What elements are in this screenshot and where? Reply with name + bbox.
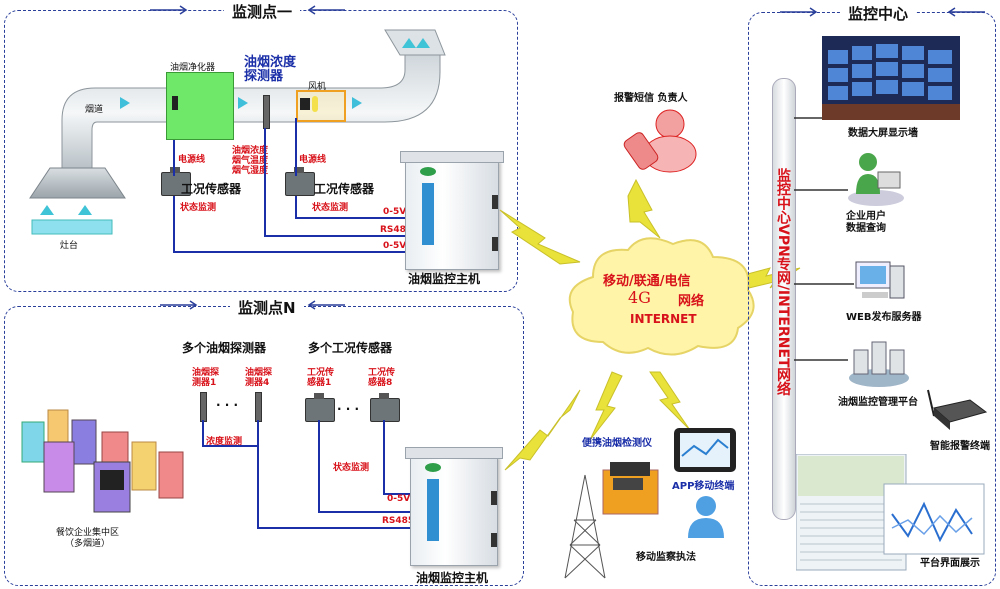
site1-sensor-2 <box>285 167 315 196</box>
probe1-label: 油烟探 测器1 <box>192 368 220 388</box>
web-server-icon <box>855 261 905 299</box>
bolt-alarm <box>627 178 661 239</box>
management-platform-icon <box>849 341 909 387</box>
enterprise-user-icon <box>848 153 904 206</box>
probe-metrics: 油烟浓度 烟气温度 烟气湿度 <box>232 146 269 176</box>
status-monitor-label: 状态监测 <box>333 463 370 473</box>
bolt-siteN <box>504 389 581 471</box>
platform-label: 油烟监控管理平台 <box>838 397 918 408</box>
signal-05v-b: 0-5V <box>383 241 407 251</box>
sensor2-label: 工况传感器 <box>314 182 375 196</box>
conc-monitor-label: 浓度监测 <box>206 437 243 447</box>
multi-sensors-label: 多个工况传感器 <box>308 341 393 355</box>
alarm-person-icon <box>623 109 697 173</box>
web-server-label: WEB发布服务器 <box>846 312 922 323</box>
bolt-portable <box>589 371 623 441</box>
probe4-label: 油烟探 测器4 <box>245 368 273 388</box>
siteN-title: 监测点N <box>230 297 304 318</box>
center-title: 监控中心 <box>840 3 917 24</box>
cloud-internet: INTERNET <box>630 312 697 326</box>
power-label-1: 电源线 <box>178 155 206 165</box>
siteN-host-label: 油烟监控主机 <box>416 571 489 585</box>
siteN-signal-rs485: RS485 <box>382 516 415 526</box>
stove-up-arrow-2 <box>78 205 92 215</box>
site1-probe <box>263 95 270 129</box>
cloud-operators: 移动/联通/电信 <box>603 274 691 289</box>
siteN-signal-05v: 0-5V <box>387 494 411 504</box>
vpn-backbone-label: 监控中心VPN专网/INTERNET网络 <box>775 168 791 396</box>
sensor1N-label: 工况传 感器1 <box>307 368 335 388</box>
duct-out-arrow-1 <box>402 38 416 48</box>
stove-up-arrow-1 <box>40 205 54 215</box>
fan-motor <box>300 98 310 110</box>
site1-sensor-1 <box>161 167 191 196</box>
sensors-dots: · · · <box>337 402 360 416</box>
inspector-person-icon <box>688 496 724 538</box>
siteN-title-arrows <box>160 300 345 310</box>
purifier-label: 油烟净化器 <box>170 63 216 73</box>
multi-probes-label: 多个油烟探测器 <box>182 341 267 355</box>
site1-wiring <box>173 118 405 253</box>
site1-title-arrows <box>150 5 345 15</box>
siteN-wiring <box>202 420 410 529</box>
duct-out-arrow-2 <box>416 38 430 48</box>
status-label-1: 状态监测 <box>180 203 217 213</box>
alarm-label: 报警短信 负责人 <box>614 93 688 104</box>
signal-05v-a: 0-5V <box>383 207 407 217</box>
site1-title: 监测点一 <box>224 1 301 22</box>
portable-detector-icon <box>602 462 659 515</box>
video-wall-icon <box>822 36 960 120</box>
mobile-label: 移动监察执法 <box>636 552 696 563</box>
flow-arrow-2 <box>238 97 248 109</box>
restaurant-area-label: 餐饮企业集中区 （多烟道） <box>56 528 120 549</box>
video-wall-label: 数据大屏显示墙 <box>848 128 918 139</box>
cloud-net: 网络 <box>678 294 705 309</box>
fan-blade <box>312 96 318 112</box>
platform-ui-label: 平台界面展示 <box>920 558 980 569</box>
restaurant-buildings <box>21 409 184 513</box>
power-label-2: 电源线 <box>299 155 327 165</box>
flow-arrow-3 <box>352 97 362 109</box>
siteN-host-cabinet <box>405 447 503 566</box>
duct-label: 烟道 <box>85 105 104 115</box>
network-cloud <box>568 237 755 356</box>
alarm-terminal-label: 智能报警终端 <box>930 441 990 452</box>
signal-rs485: RS485 <box>380 225 413 235</box>
fan-label: 风机 <box>308 82 327 92</box>
purifier-indicator <box>172 96 178 110</box>
enterprise-label: 企业用户 数据查询 <box>846 211 886 234</box>
siteN-sensor-1 <box>305 393 335 422</box>
stove-label: 灶台 <box>60 241 79 251</box>
center-title-arrows <box>780 7 985 17</box>
cell-tower-icon <box>564 474 606 579</box>
flow-arrow-1 <box>120 97 130 109</box>
sensor1-label: 工况传感器 <box>181 182 242 196</box>
probes-dots: · · · <box>216 398 239 412</box>
site1-host-cabinet <box>400 151 504 270</box>
probe-title: 油烟浓度 探测器 <box>244 55 297 84</box>
bolt-site1 <box>499 209 581 265</box>
bolt-app <box>649 371 691 431</box>
cloud-4g: 4G <box>628 288 651 307</box>
status-label-2: 状态监测 <box>312 203 349 213</box>
tablet-icon <box>674 428 736 472</box>
app-label: APP移动终端 <box>672 481 735 492</box>
vpn-backbone <box>772 78 796 520</box>
platform-ui-preview <box>796 454 985 571</box>
sensor8N-label: 工况传 感器8 <box>368 368 396 388</box>
site1-host-label: 油烟监控主机 <box>408 272 481 286</box>
alarm-terminal-icon <box>927 389 988 430</box>
portable-label: 便携油烟检测仪 <box>582 438 652 449</box>
